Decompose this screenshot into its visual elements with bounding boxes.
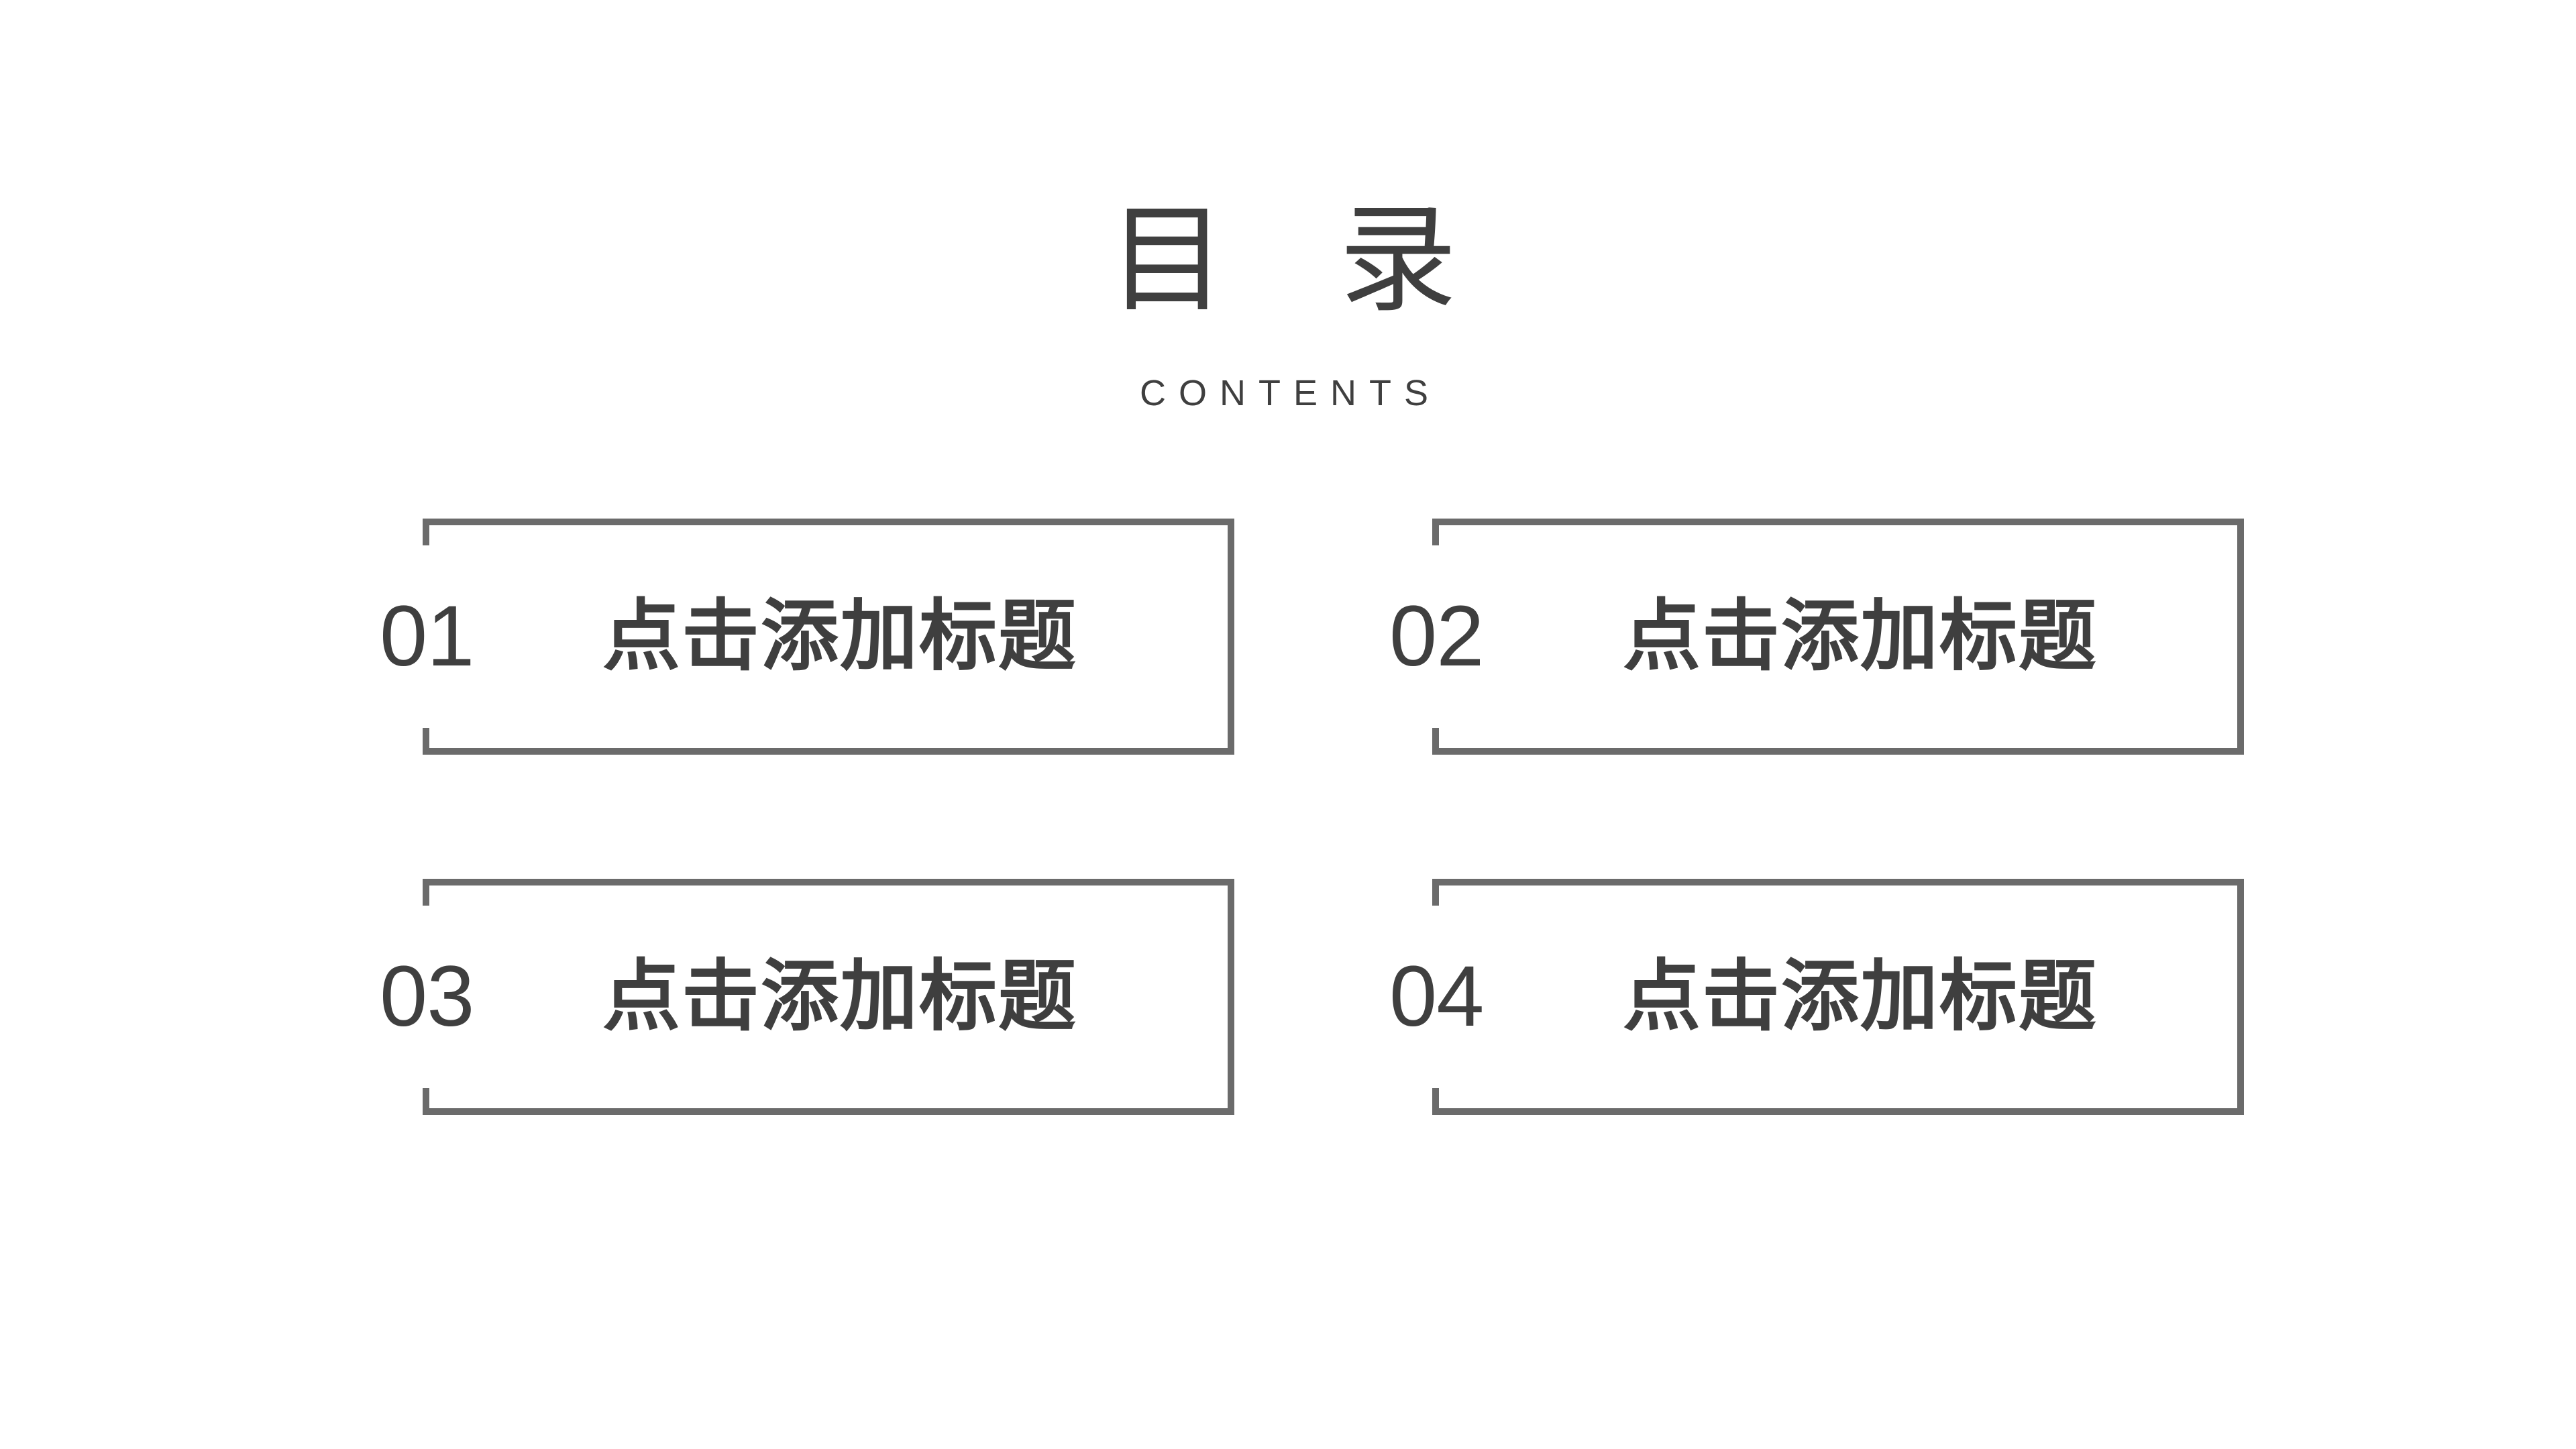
- contents-item-04[interactable]: 04 点击添加标题: [1389, 879, 2244, 1115]
- contents-item-01[interactable]: 01 点击添加标题: [380, 519, 1234, 755]
- page-title-chinese: 目 录: [1108, 191, 1457, 329]
- item-label-04[interactable]: 点击添加标题: [1623, 951, 2098, 1042]
- page-subtitle-english: CONTENTS: [1140, 373, 1441, 413]
- item-label-02[interactable]: 点击添加标题: [1623, 591, 2098, 682]
- contents-item-02-content: 02 点击添加标题: [1389, 519, 2244, 755]
- item-number-02: 02: [1389, 588, 1484, 684]
- item-number-01: 01: [380, 588, 474, 684]
- item-label-03[interactable]: 点击添加标题: [602, 951, 1077, 1042]
- contents-item-03-content: 03 点击添加标题: [380, 879, 1234, 1115]
- contents-item-01-content: 01 点击添加标题: [380, 519, 1234, 755]
- item-number-04: 04: [1389, 949, 1484, 1044]
- contents-item-02[interactable]: 02 点击添加标题: [1389, 519, 2244, 755]
- contents-item-04-content: 04 点击添加标题: [1389, 879, 2244, 1115]
- contents-item-03[interactable]: 03 点击添加标题: [380, 879, 1234, 1115]
- item-label-01[interactable]: 点击添加标题: [602, 591, 1077, 682]
- item-number-03: 03: [380, 949, 474, 1044]
